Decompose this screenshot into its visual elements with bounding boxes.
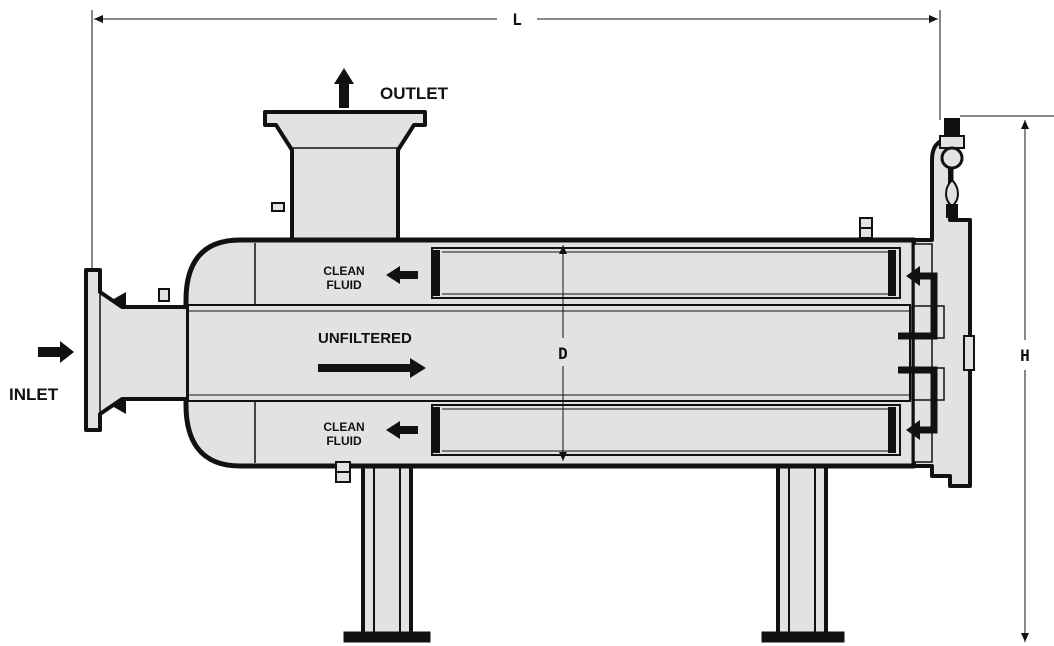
unfiltered-label: UNFILTERED: [318, 330, 412, 347]
clean-fluid-arrow-top: [386, 266, 418, 284]
inlet-nozzle: [84, 268, 190, 432]
inlet-label: INLET: [9, 385, 59, 404]
vent-fittings: [335, 217, 873, 483]
outlet-nozzle: [263, 110, 427, 246]
return-arrowhead-bottom: [906, 420, 920, 440]
return-arrowhead-top: [906, 266, 920, 286]
clean-fluid-bottom-label-2: FLUID: [326, 434, 362, 448]
dimension-height: H: [960, 115, 1054, 642]
davit-eye-bolt: [939, 118, 965, 218]
clean-fluid-top-label-2: FLUID: [326, 278, 362, 292]
diameter-label: D: [558, 344, 568, 363]
support-legs: [343, 460, 845, 643]
unfiltered-arrow: [318, 358, 426, 378]
clean-fluid-top-label-1: CLEAN: [323, 264, 364, 278]
dimension-diameter: D: [550, 245, 576, 461]
filter-cartridge-bottom: [431, 404, 901, 456]
outlet-label: OUTLET: [380, 84, 449, 103]
outlet-arrow: [334, 68, 354, 108]
dimension-length: L: [91, 10, 941, 270]
length-label: L: [512, 10, 522, 29]
filter-cartridge-top: [431, 247, 901, 299]
clean-fluid-bottom-label-1: CLEAN: [323, 420, 364, 434]
clean-fluid-arrow-bottom: [386, 421, 418, 439]
inlet-arrow: [38, 341, 74, 363]
center-pipe: [187, 304, 911, 402]
end-closure: [911, 138, 975, 488]
return-flow-arrows: [898, 272, 938, 434]
height-label: H: [1020, 346, 1030, 365]
